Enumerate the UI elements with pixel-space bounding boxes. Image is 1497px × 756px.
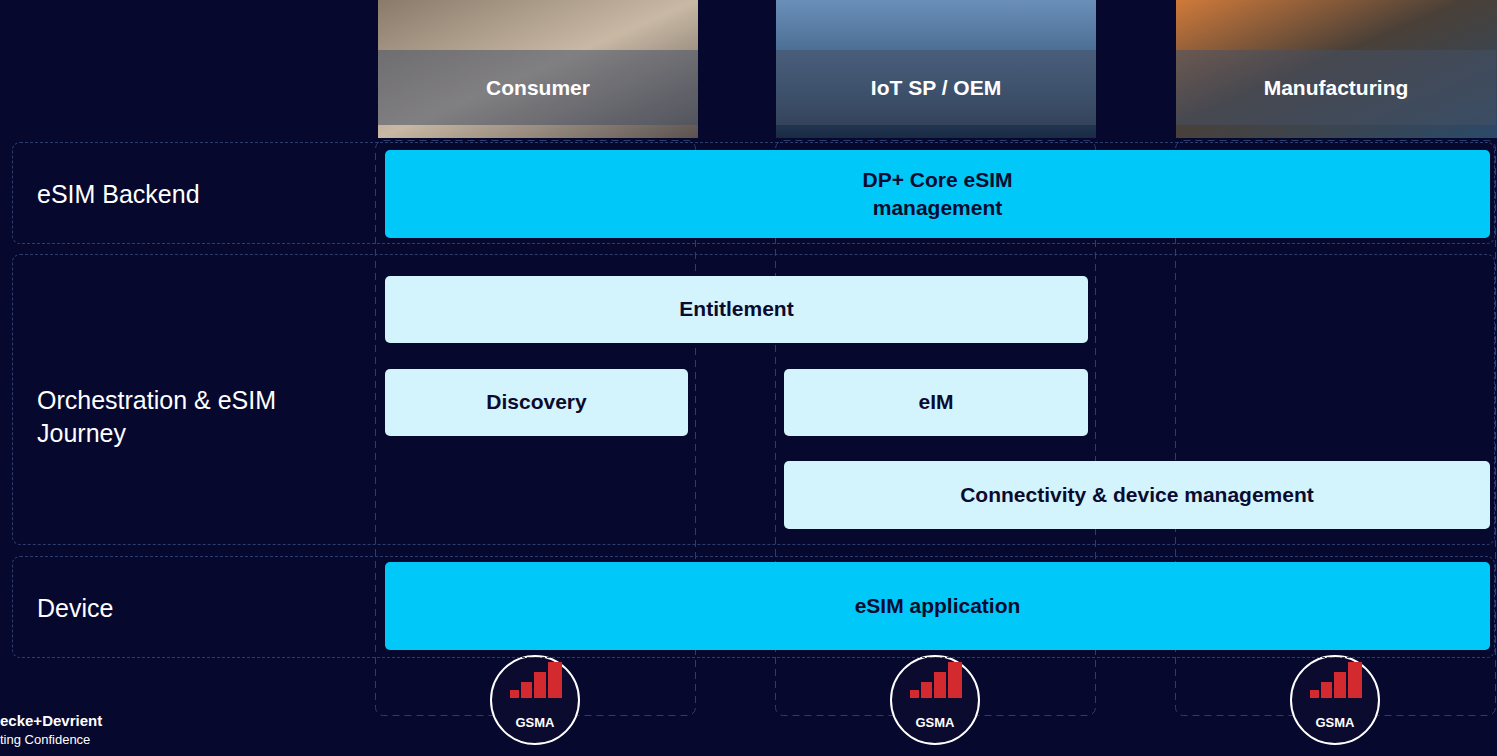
- layer-label: eSIM Backend: [37, 178, 200, 211]
- column-header: IoT SP / OEM: [776, 0, 1096, 138]
- primary-box: DP+ Core eSIM management: [385, 150, 1490, 238]
- layer-band: Orchestration & eSIM Journey EntitlementD…: [12, 254, 1495, 545]
- box-label: eSIM application: [855, 592, 1021, 620]
- logo-text: GSMA: [1316, 715, 1355, 730]
- layer-band: Device eSIM application: [12, 556, 1495, 658]
- process-box: eIM: [784, 369, 1088, 436]
- gsma-logo: [491, 656, 1379, 744]
- header-strip: Consumer: [378, 50, 698, 125]
- header-strip: Manufacturing: [1176, 50, 1496, 125]
- box-label: DP+ Core eSIM management: [843, 166, 1033, 223]
- box-label: Manufacturing: [1264, 76, 1409, 100]
- box-label: Connectivity & device management: [960, 481, 1314, 509]
- box-label: Consumer: [486, 76, 590, 100]
- primary-box: eSIM application: [385, 562, 1490, 650]
- logo-text: GSMA: [916, 715, 955, 730]
- column-header: Manufacturing: [1176, 0, 1496, 138]
- process-box: Connectivity & device management: [784, 461, 1490, 529]
- process-box: Entitlement: [385, 276, 1088, 343]
- column-outline: [376, 141, 1496, 716]
- header-strip: IoT SP / OEM: [776, 50, 1096, 125]
- box-label: eIM: [918, 388, 953, 416]
- box-label: Entitlement: [679, 295, 793, 323]
- column-header: Consumer: [378, 0, 698, 138]
- layer-band: eSIM Backend DP+ Core eSIM management: [12, 142, 1495, 244]
- logo-text: GSMA: [516, 715, 555, 730]
- box-label: IoT SP / OEM: [871, 76, 1001, 100]
- process-box: Discovery: [385, 369, 688, 436]
- photo: [378, 0, 698, 138]
- photo: [776, 0, 1096, 138]
- photo: [1176, 0, 1497, 138]
- layer-label: Orchestration & eSIM Journey: [37, 384, 277, 449]
- brand-text: ecke+Devrient: [0, 712, 102, 729]
- layer-label: Device: [37, 592, 113, 625]
- box-label: Discovery: [486, 388, 586, 416]
- brand-text: ting Confidence: [0, 732, 90, 747]
